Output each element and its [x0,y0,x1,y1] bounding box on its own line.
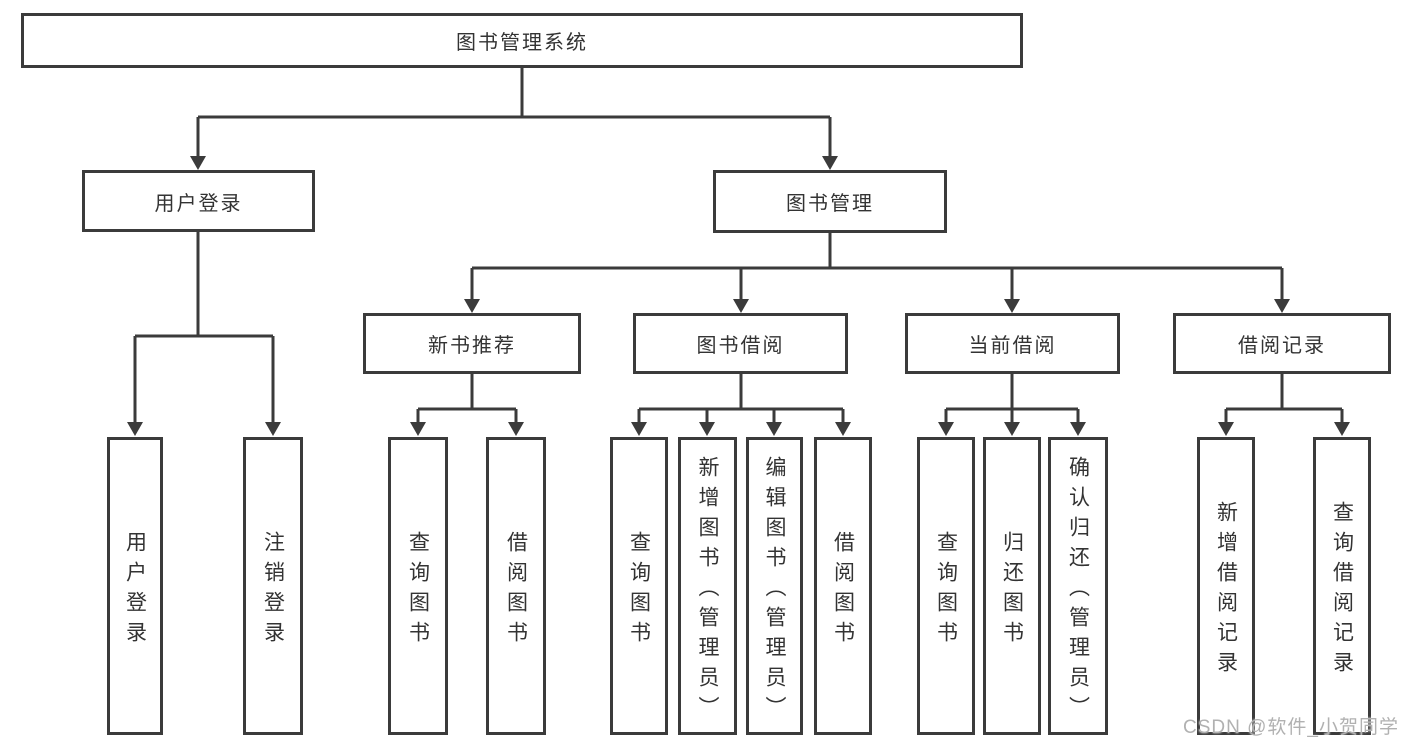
leaf-user-login: 用户登录 [107,437,163,735]
leaf-add-books-admin: 新增图书（管理员） [678,437,737,735]
leaf-query-borrow-record: 查询借阅记录 [1313,437,1371,735]
leaf-return-books-label: 归还图书 [1000,530,1024,651]
leaf-query-books-borrow: 查询图书 [610,437,668,735]
node-borrowing-records-label: 借阅记录 [1238,335,1326,357]
leaf-borrow-books-recommend: 借阅图书 [486,437,546,735]
leaf-query-borrow-record-label: 查询借阅记录 [1330,500,1354,681]
node-book-management: 图书管理 [713,170,947,233]
node-library-system: 图书管理系统 [21,13,1023,68]
node-current-borrowing-label: 当前借阅 [968,335,1057,357]
leaf-query-books-borrow-label: 查询图书 [627,530,651,651]
node-user-login: 用户登录 [82,170,315,232]
leaf-confirm-return-admin-label: 确认归还（管理员） [1066,455,1090,726]
leaf-borrow-books: 借阅图书 [814,437,872,735]
leaf-edit-books-admin-label: 编辑图书（管理员） [763,455,786,726]
node-book-borrowing-label: 图书借阅 [696,335,785,357]
node-new-book-recommendation-label: 新书推荐 [428,335,516,357]
node-book-management-label: 图书管理 [786,193,874,215]
leaf-query-books-current-label: 查询图书 [934,530,958,651]
node-new-book-recommendation: 新书推荐 [363,313,581,374]
leaf-edit-books-admin: 编辑图书（管理员） [746,437,803,735]
leaf-borrow-books-recommend-label: 借阅图书 [504,530,528,651]
leaf-borrow-books-label: 借阅图书 [831,530,855,651]
node-book-borrowing: 图书借阅 [633,313,848,374]
leaf-return-books: 归还图书 [983,437,1041,735]
leaf-user-login-label: 用户登录 [123,530,147,651]
leaf-confirm-return-admin: 确认归还（管理员） [1048,437,1108,735]
node-borrowing-records: 借阅记录 [1173,313,1391,374]
leaf-add-books-admin-label: 新增图书（管理员） [696,455,719,726]
leaf-query-books-recommend-label: 查询图书 [406,530,430,651]
leaf-logout-login: 注销登录 [243,437,303,735]
leaf-query-books-recommend: 查询图书 [388,437,448,735]
leaf-query-books-current: 查询图书 [917,437,975,735]
node-library-system-label: 图书管理系统 [456,32,588,54]
leaf-logout-login-label: 注销登录 [261,530,285,651]
node-user-login-label: 用户登录 [154,192,243,215]
leaf-add-borrow-record-label: 新增借阅记录 [1214,500,1238,681]
csdn-watermark: CSDN @软件_小贺同学 [1183,717,1399,738]
leaf-add-borrow-record: 新增借阅记录 [1197,437,1255,735]
node-current-borrowing: 当前借阅 [905,313,1120,374]
